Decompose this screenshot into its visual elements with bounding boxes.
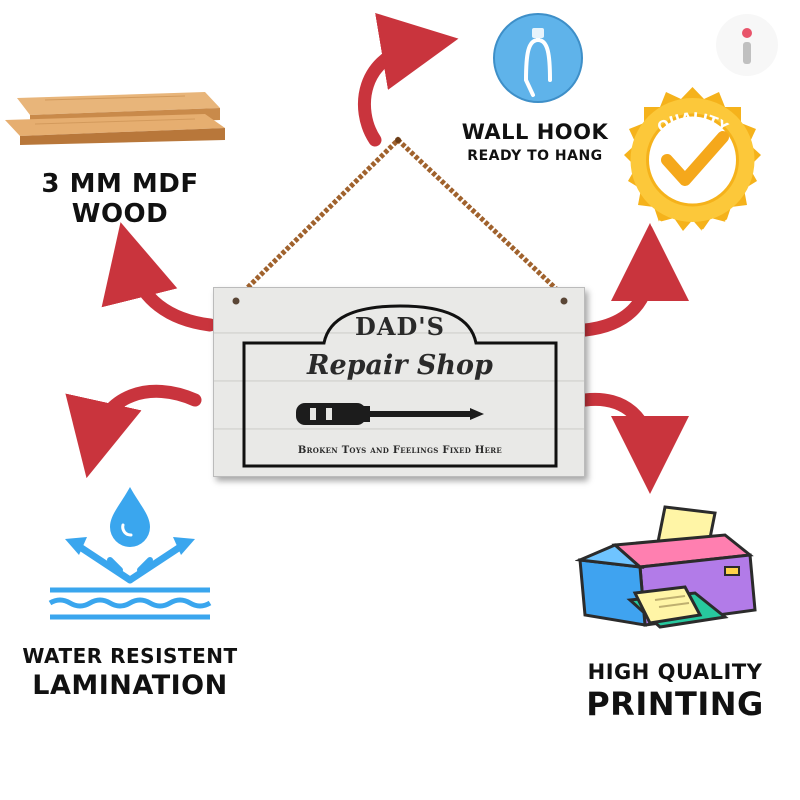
quality-badge-icon: QUALITY GUARANTEED: [624, 87, 761, 244]
printer-icon: [575, 505, 757, 629]
water-resistant-icon: [48, 487, 212, 620]
product-sign: DAD'S Repair Shop Broken Toys and Feelin…: [213, 287, 585, 477]
printing-label-line1: HIGH QUALITY: [587, 660, 763, 684]
wood-planks-icon: [5, 92, 225, 145]
sign-subtitle: Repair Shop: [307, 350, 493, 381]
arrow-to-wood: [101, 222, 217, 332]
water-label-line1: WATER RESISTENT: [22, 644, 238, 668]
arrow-to-water: [65, 384, 202, 479]
hook-feature-label: WALL HOOK READY TO HANG: [455, 120, 615, 164]
printing-feature-label: HIGH QUALITY PRINTING: [570, 660, 780, 723]
arrow-to-printer: [578, 392, 689, 494]
hook-label-line1: WALL HOOK: [461, 120, 609, 144]
printing-label-line2: PRINTING: [586, 685, 764, 724]
sign-frame: [232, 297, 568, 468]
wood-feature-label: 3 MM MDF WOOD: [20, 169, 220, 230]
brand-logo-icon: [716, 14, 778, 76]
sign-title: DAD'S: [355, 312, 445, 341]
wood-label-line2: WOOD: [71, 198, 169, 229]
wall-hook-icon: [493, 13, 583, 103]
sign-tagline: Broken Toys and Feelings Fixed Here: [297, 445, 503, 456]
arrow-to-hook: [358, 12, 459, 147]
hanging-rope: [233, 136, 570, 302]
wood-label-line1: 3 MM MDF: [41, 169, 199, 199]
water-feature-label: WATER RESISTENT LAMINATION: [20, 644, 240, 702]
hook-label-line2: READY TO HANG: [467, 148, 603, 165]
water-label-line2: LAMINATION: [32, 670, 228, 701]
arrow-to-badge: [578, 223, 689, 337]
